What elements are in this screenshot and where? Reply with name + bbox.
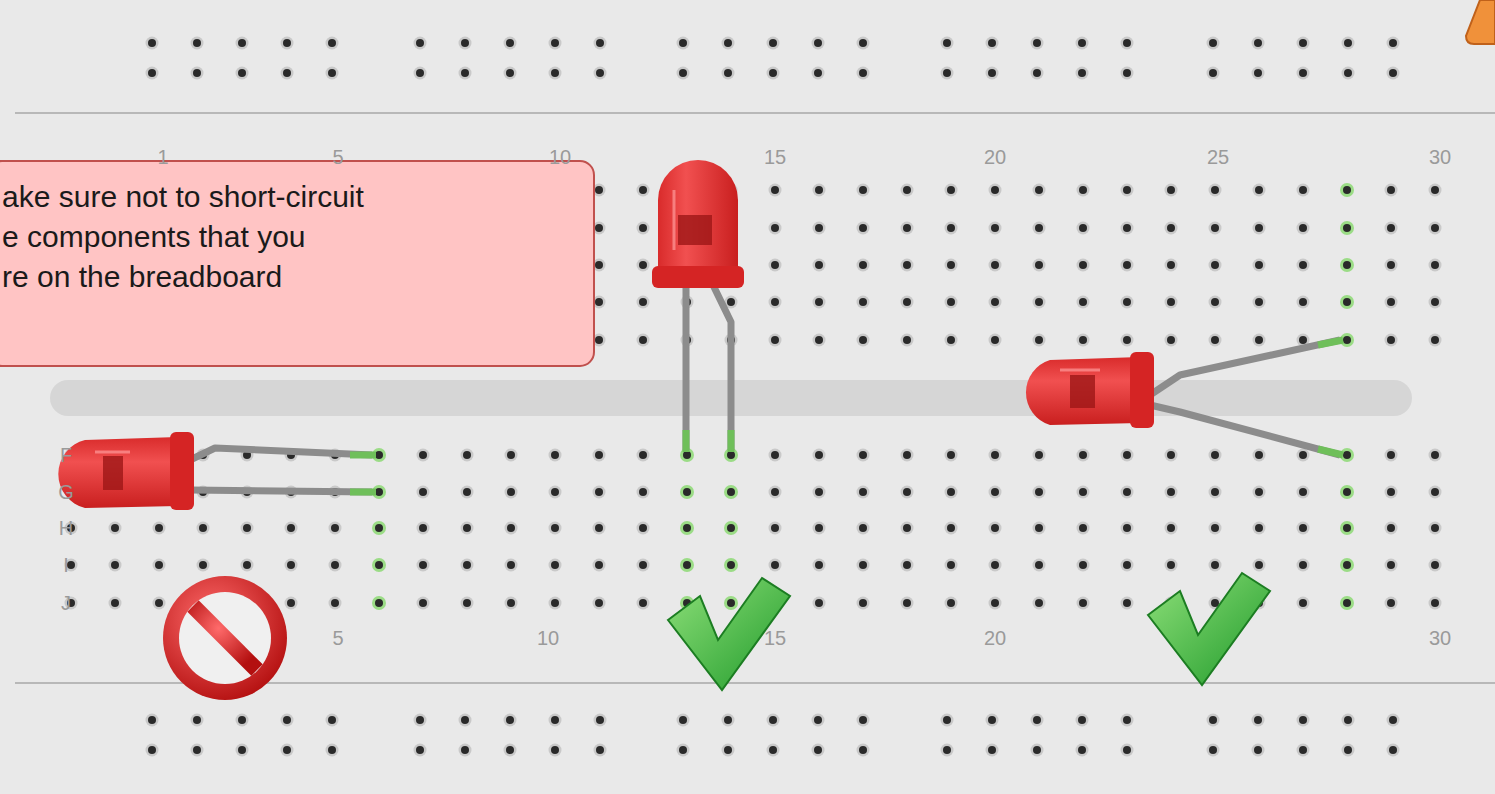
check-icon [668, 578, 790, 690]
led-shorted [58, 432, 376, 510]
column-number: 25 [1207, 147, 1229, 167]
column-number: 20 [984, 628, 1006, 648]
column-number: 20 [984, 147, 1006, 167]
column-number: 5 [332, 147, 343, 167]
column-number: 30 [1429, 147, 1451, 167]
text-line: e components that you [2, 217, 594, 257]
column-number: 15 [764, 628, 786, 648]
row-letter: G [58, 482, 74, 502]
callout-text: ake sure not to short-circuit e componen… [2, 177, 594, 297]
column-number: 5 [332, 628, 343, 648]
row-letter: F [60, 445, 72, 465]
text-line: re on the breadboard [2, 257, 594, 297]
column-number: 30 [1429, 628, 1451, 648]
callout-outline [0, 161, 594, 366]
check-icon [1148, 573, 1270, 685]
column-number: 10 [537, 628, 559, 648]
row-letter: H [59, 518, 73, 538]
row-letter: I [63, 555, 69, 575]
prohibited-icon [163, 576, 287, 700]
column-number: 15 [764, 147, 786, 167]
column-number: 1 [157, 147, 168, 167]
rail-divider [15, 112, 1495, 114]
text-line: ake sure not to short-circuit [2, 177, 594, 217]
led-across-channel [1026, 340, 1343, 455]
row-letter: J [61, 593, 71, 613]
warning-icon [1466, 0, 1495, 44]
column-number: 10 [549, 147, 571, 167]
led-vertical [652, 160, 744, 452]
holes [65, 37, 1442, 757]
callout-box: ake sure not to short-circuit e componen… [0, 161, 594, 366]
